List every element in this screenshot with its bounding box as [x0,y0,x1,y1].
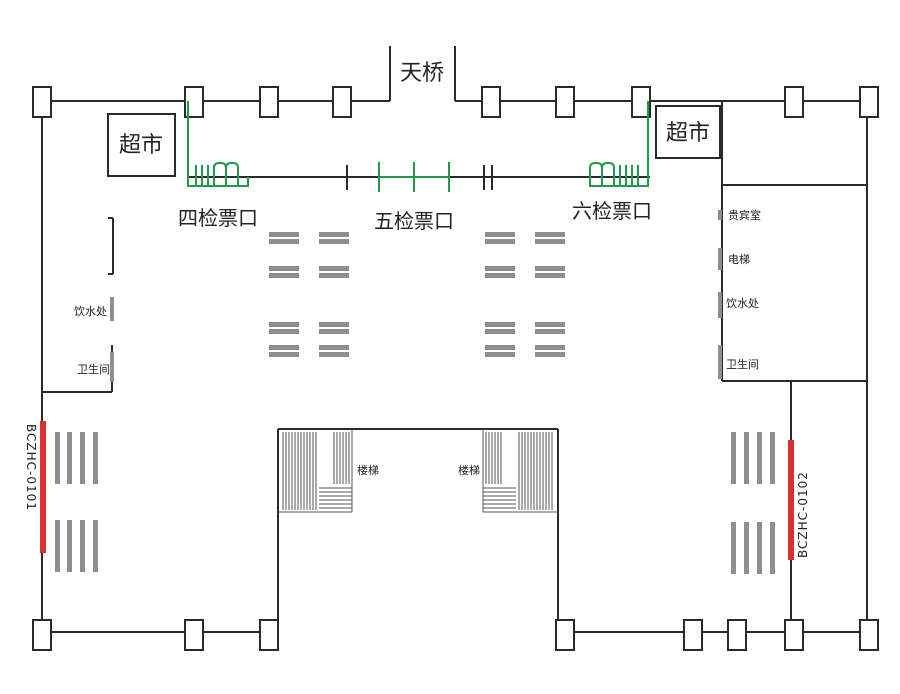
gate5-label: 五检票口 [374,209,454,233]
supermarket-right-box [655,105,721,159]
bench [485,322,515,327]
bench [485,352,515,357]
column [859,619,879,651]
camera-code-left: BCZHC-0101 [24,424,38,511]
overpass-label: 天桥 [400,61,444,86]
supermarket-left-box [107,113,176,177]
bench [80,432,85,484]
bench [55,432,60,484]
water-right-label: 饮水处 [726,297,759,310]
bench [770,522,775,574]
bench [535,352,565,357]
columns [32,86,879,651]
toilet-right-label: 卫生间 [726,357,759,371]
bench [269,239,299,244]
column [481,86,501,118]
bench [535,329,565,334]
bench [319,322,349,327]
camera-marker-left [40,421,46,553]
toilet-left-label: 卫生间 [77,362,110,376]
column [727,619,747,651]
bench [535,266,565,271]
gate4-label: 四检票口 [178,206,258,230]
bench [485,232,515,237]
bench [319,266,349,271]
bench [485,345,515,350]
column [555,619,575,651]
seating-area-center [269,232,565,357]
vip-room-label: 贵宾室 [728,208,761,222]
bench [269,266,299,271]
bench [744,522,749,574]
column [184,86,204,118]
bench [67,520,72,572]
stairs-left [278,429,353,513]
bench [80,520,85,572]
column [784,86,804,118]
gate6-label: 六检票口 [572,199,652,223]
column [259,86,279,118]
bench [269,352,299,357]
column [184,619,204,651]
column [555,86,575,118]
column [859,86,879,118]
stairs-right [482,429,558,513]
ticket-gates [187,101,649,192]
bench [55,520,60,572]
bench [319,239,349,244]
bench [757,522,762,574]
bench [319,329,349,334]
bench [757,432,762,484]
camera-marker-right [788,440,794,560]
column [259,619,279,651]
bench [319,273,349,278]
column [32,619,52,651]
bench [319,345,349,350]
walls [41,46,870,633]
bench [93,432,98,484]
bench [269,232,299,237]
bench [485,273,515,278]
bench [485,266,515,271]
column [32,86,52,118]
bench [535,273,565,278]
bench [319,232,349,237]
supermarket-right-label: 超市 [666,121,710,146]
bench [485,329,515,334]
bench [731,522,736,574]
bench [770,432,775,484]
stairs-right-label: 楼梯 [458,463,480,477]
supermarket-left-label: 超市 [119,133,163,158]
bench [731,432,736,484]
water-left-label: 饮水处 [74,305,107,318]
bench [535,232,565,237]
bench [67,432,72,484]
seating-area-sides [55,432,775,574]
bench [535,239,565,244]
facility-markers [110,210,722,382]
bench [744,432,749,484]
bench [269,273,299,278]
column [683,619,703,651]
bench [269,329,299,334]
stairs-left-label: 楼梯 [357,463,379,477]
bench [269,345,299,350]
bench [269,322,299,327]
bench [485,239,515,244]
elevator-label: 电梯 [728,253,750,266]
bench [535,322,565,327]
bench [319,352,349,357]
column [784,619,804,651]
bench [535,345,565,350]
camera-code-right: BCZHC-0102 [796,471,810,558]
column [332,86,352,118]
column [631,86,651,118]
bench [93,520,98,572]
